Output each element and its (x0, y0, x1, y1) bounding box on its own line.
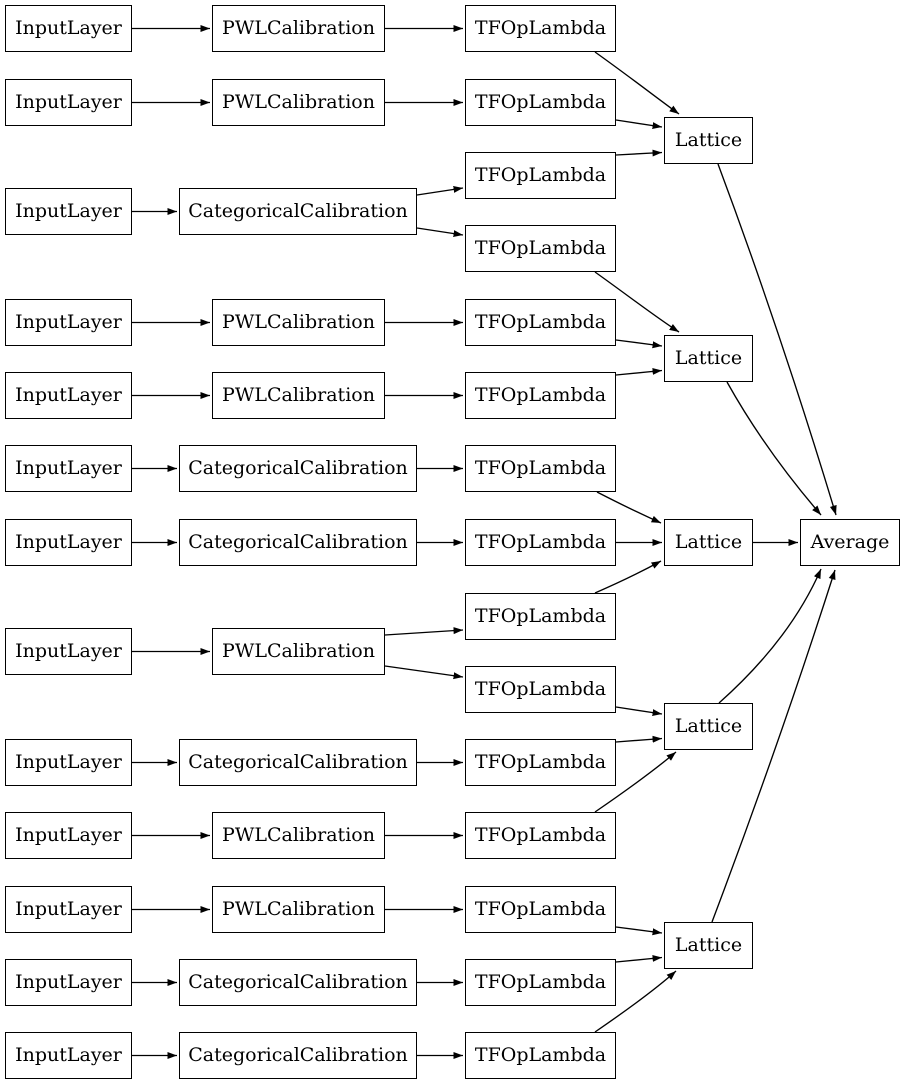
node-t8-tfoplambda: TFOpLambda (465, 519, 616, 566)
edge-t11-l4 (615, 735, 663, 743)
edge-t1-l1 (594, 51, 680, 115)
node-l2-lattice: Lattice (664, 335, 753, 382)
node-i8-inputlayer: InputLayer (5, 628, 132, 675)
edge-t15-l5 (594, 970, 677, 1033)
node-t14-tfoplambda: TFOpLambda (465, 959, 616, 1006)
node-i7-inputlayer: InputLayer (5, 519, 132, 566)
node-t15-tfoplambda: TFOpLambda (465, 1032, 616, 1079)
edge-l2-avg (726, 381, 822, 516)
edge-l4-avg (718, 568, 822, 704)
edge-t10-l4 (615, 706, 663, 717)
node-t9-tfoplambda: TFOpLambda (465, 593, 616, 640)
node-i13-inputlayer: InputLayer (5, 1032, 132, 1079)
edge-c1-t4 (416, 227, 464, 238)
node-i6-inputlayer: InputLayer (5, 445, 132, 492)
node-i1-inputlayer: InputLayer (5, 5, 132, 52)
node-p7-pwlcalibration: PWLCalibration (212, 886, 385, 933)
node-c6-categoricalcalibration: CategoricalCalibration (179, 1032, 417, 1079)
node-avg-average: Average (800, 519, 900, 566)
edge-t3-l1 (615, 149, 663, 157)
node-l5-lattice: Lattice (664, 922, 753, 969)
node-t11-tfoplambda: TFOpLambda (465, 739, 616, 786)
node-t13-tfoplambda: TFOpLambda (465, 886, 616, 933)
edges-group (132, 25, 837, 1059)
node-c2-categoricalcalibration: CategoricalCalibration (179, 445, 417, 492)
node-c3-categoricalcalibration: CategoricalCalibration (179, 519, 417, 566)
node-p4-pwlcalibration: PWLCalibration (212, 372, 385, 419)
edge-t14-l5 (615, 954, 663, 963)
node-c5-categoricalcalibration: CategoricalCalibration (179, 959, 417, 1006)
edge-t9-l3 (594, 560, 662, 594)
node-i9-inputlayer: InputLayer (5, 739, 132, 786)
node-p6-pwlcalibration: PWLCalibration (212, 812, 385, 859)
node-p2-pwlcalibration: PWLCalibration (212, 79, 385, 126)
node-t6-tfoplambda: TFOpLambda (465, 372, 616, 419)
node-t1-tfoplambda: TFOpLambda (465, 5, 616, 52)
edge-p5-t9 (384, 627, 464, 636)
node-t12-tfoplambda: TFOpLambda (465, 812, 616, 859)
node-l4-lattice: Lattice (664, 703, 753, 750)
edge-p5-t10 (384, 665, 464, 680)
node-i4-inputlayer: InputLayer (5, 299, 132, 346)
node-c1-categoricalcalibration: CategoricalCalibration (179, 188, 417, 235)
node-l3-lattice: Lattice (664, 519, 753, 566)
node-c4-categoricalcalibration: CategoricalCalibration (179, 739, 417, 786)
edge-t2-l1 (615, 119, 663, 130)
edge-t13-l5 (615, 926, 663, 936)
node-p1-pwlcalibration: PWLCalibration (212, 5, 385, 52)
edge-t5-l2 (615, 339, 663, 349)
node-p3-pwlcalibration: PWLCalibration (212, 299, 385, 346)
node-i5-inputlayer: InputLayer (5, 372, 132, 419)
node-i12-inputlayer: InputLayer (5, 959, 132, 1006)
edge-t6-l2 (615, 367, 663, 376)
node-i10-inputlayer: InputLayer (5, 812, 132, 859)
node-i2-inputlayer: InputLayer (5, 79, 132, 126)
edge-t7-l3 (596, 491, 662, 524)
edge-l5-avg (711, 569, 836, 923)
node-t2-tfoplambda: TFOpLambda (465, 79, 616, 126)
node-i11-inputlayer: InputLayer (5, 886, 132, 933)
node-t3-tfoplambda: TFOpLambda (465, 152, 616, 199)
node-t7-tfoplambda: TFOpLambda (465, 445, 616, 492)
edge-l1-avg (717, 163, 837, 516)
node-l1-lattice: Lattice (664, 117, 753, 164)
node-t4-tfoplambda: TFOpLambda (465, 225, 616, 272)
node-t10-tfoplambda: TFOpLambda (465, 666, 616, 713)
node-i3-inputlayer: InputLayer (5, 188, 132, 235)
edge-t12-l4 (594, 751, 677, 813)
edge-t4-l2 (594, 271, 680, 333)
node-p5-pwlcalibration: PWLCalibration (212, 628, 385, 675)
edge-c1-t3 (416, 185, 464, 196)
node-t5-tfoplambda: TFOpLambda (465, 299, 616, 346)
